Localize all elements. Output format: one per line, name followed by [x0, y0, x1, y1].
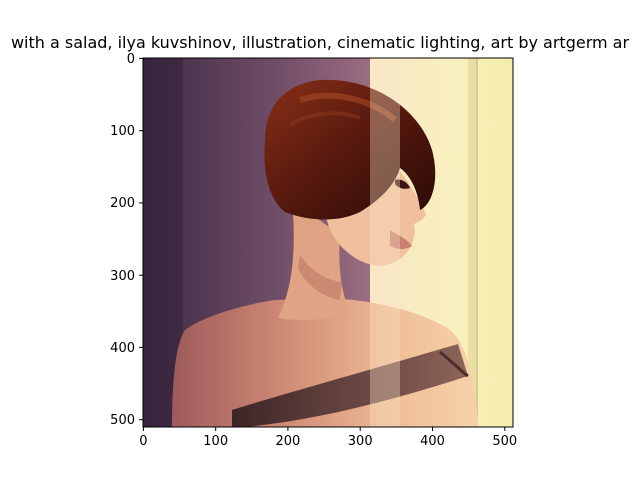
- x-tick-label: 500: [492, 434, 517, 449]
- x-tick-label: 200: [275, 434, 300, 449]
- x-tick-label: 0: [139, 434, 147, 449]
- y-tick-label: 200: [110, 196, 135, 211]
- y-tick-label: 400: [110, 341, 135, 356]
- y-axis: 0 100 200 300 400 500: [110, 52, 143, 428]
- axes-frame: [142, 57, 514, 428]
- y-tick-label: 500: [110, 413, 135, 428]
- plot-title: with a salad, ilya kuvshinov, illustrati…: [10, 33, 630, 52]
- x-tick-label: 400: [420, 434, 445, 449]
- x-axis: 0 100 200 300 400 500: [139, 427, 517, 449]
- x-tick-label: 300: [348, 434, 373, 449]
- y-tick-label: 300: [110, 269, 135, 284]
- y-tick-label: 100: [110, 124, 135, 139]
- y-tick-label: 0: [127, 52, 135, 67]
- x-tick-label: 100: [203, 434, 228, 449]
- portrait-image: [143, 58, 513, 427]
